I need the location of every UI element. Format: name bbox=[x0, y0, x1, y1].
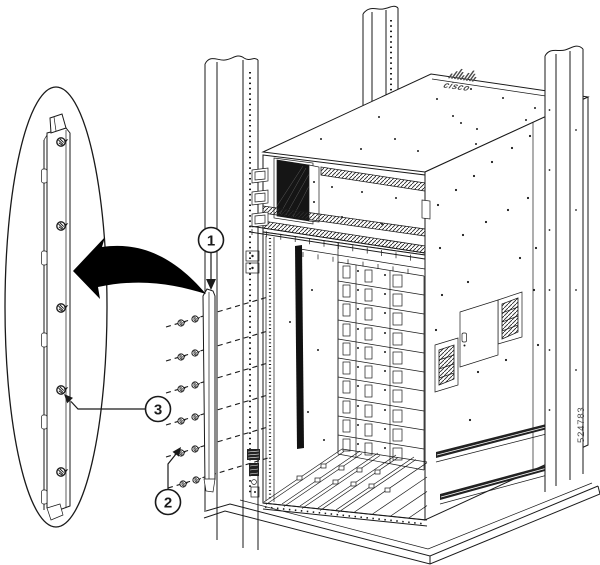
callout-2: 2 bbox=[154, 447, 182, 516]
card-guide-left-rail bbox=[265, 236, 275, 502]
side-handle-lower bbox=[434, 337, 459, 393]
rack-front-left-post bbox=[204, 55, 259, 550]
detail-bubble bbox=[4, 86, 108, 528]
callout-3: 3 bbox=[64, 394, 172, 423]
chassis-top-face: cisco bbox=[261, 68, 590, 173]
dark-card-slot bbox=[295, 245, 304, 449]
chassis: cisco bbox=[245, 68, 590, 527]
floor-rib-clips bbox=[296, 463, 391, 493]
detail-bracket-foot bbox=[46, 503, 64, 521]
module-bay bbox=[251, 154, 431, 256]
callout-1: 1 bbox=[197, 226, 225, 290]
detail-bracket bbox=[41, 113, 71, 521]
front-rail-details bbox=[245, 250, 260, 498]
bay-right-tab bbox=[421, 199, 431, 220]
bay-gasket-rails bbox=[262, 166, 426, 254]
rack-ear-clips bbox=[251, 167, 269, 228]
rack-base bbox=[203, 482, 600, 565]
callout-1-label: 1 bbox=[207, 233, 215, 250]
card-cage bbox=[245, 225, 428, 525]
callout-3-label: 3 bbox=[154, 402, 162, 419]
part-number-label: 524783 bbox=[576, 406, 587, 443]
cisco-logo: cisco bbox=[440, 68, 477, 94]
rack-rear-left-post bbox=[362, 5, 399, 152]
fan-filter-block bbox=[273, 157, 320, 225]
rack-right-post bbox=[544, 45, 584, 492]
side-label-plate bbox=[459, 299, 499, 368]
cisco-logo-text: cisco bbox=[440, 81, 473, 94]
floor-ribs bbox=[263, 448, 428, 525]
callout-2-label: 2 bbox=[164, 495, 172, 512]
backplane-grid bbox=[337, 261, 425, 471]
chassis-top-rivets bbox=[320, 88, 536, 152]
side-handle-upper bbox=[497, 291, 523, 345]
card-guide-top-rail bbox=[249, 225, 426, 274]
chassis-bottom-rail bbox=[262, 502, 428, 527]
zoom-arrow bbox=[73, 237, 206, 299]
cisco-logo-bars-icon bbox=[447, 68, 477, 82]
mounting-screws bbox=[177, 315, 202, 488]
mounting-bracket bbox=[202, 288, 216, 493]
detail-flange-notches bbox=[41, 168, 48, 505]
